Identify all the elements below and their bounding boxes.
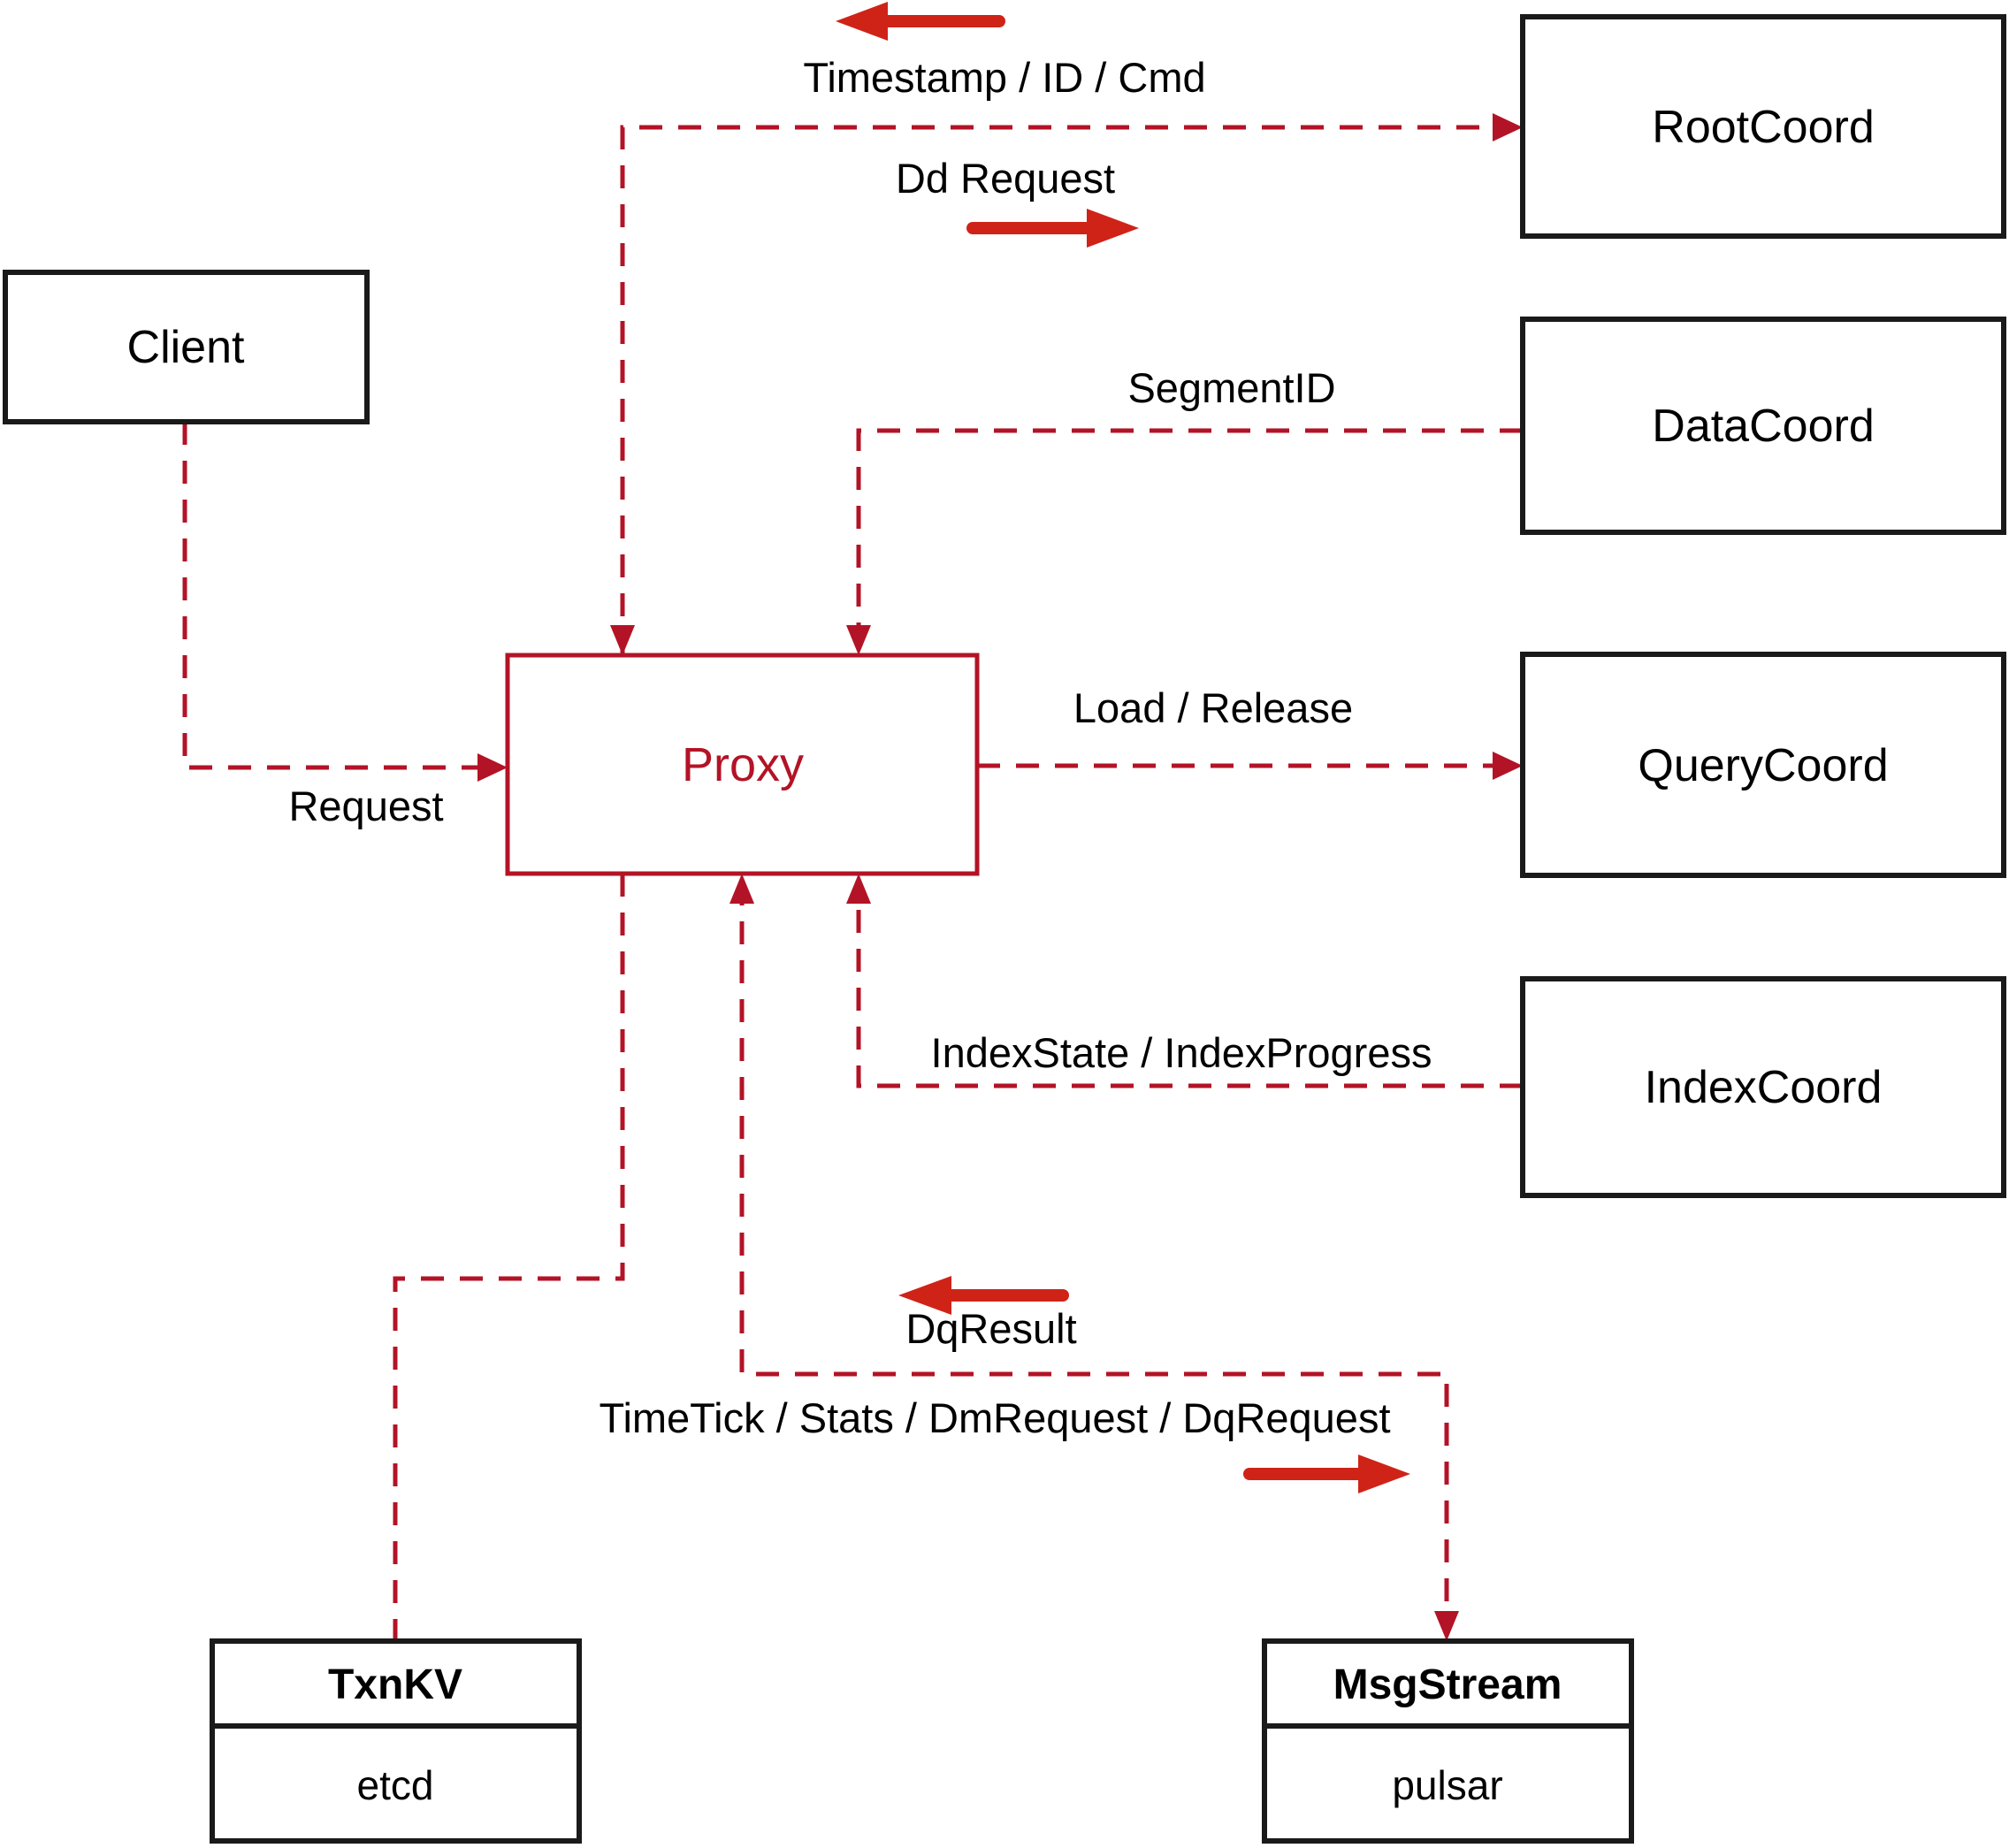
client-node: [3, 270, 370, 424]
txnkv-node: TxnKV etcd: [210, 1638, 582, 1844]
indexcoord-node-label: IndexCoord: [1645, 1062, 1883, 1113]
proxy-rootcoord-edge: [620, 125, 1514, 655]
datacoord-node-label: DataCoord: [1652, 401, 1874, 452]
dd-request-direction-arrow-icon: [966, 209, 1139, 248]
rootcoord-node: [1520, 14, 2006, 239]
querycoord-arrowhead-icon: [1493, 752, 1523, 780]
client-node-label: Client: [127, 322, 245, 373]
dq-result-label: DqResult: [905, 1305, 1076, 1352]
msgstream-title: MsgStream: [1333, 1661, 1562, 1708]
proxy-node: [505, 653, 980, 876]
querycoord-node-label: QueryCoord: [1638, 740, 1888, 791]
dq-result-direction-arrow-icon: [898, 1276, 1069, 1315]
txnkv-impl: etcd: [357, 1762, 434, 1808]
request-label: Request: [288, 783, 443, 829]
proxy-msgstream-edge: [739, 882, 1449, 1632]
dq-request-direction-arrow-icon: [1243, 1455, 1410, 1493]
segment-id-label: SegmentID: [1127, 364, 1335, 411]
proxy-top-right-arrowhead-icon: [846, 625, 871, 655]
proxy-bottom-middle-arrowhead-icon: [730, 874, 754, 904]
proxy-txnkv-edge: [393, 874, 625, 1641]
dd-request-label: Dd Request: [896, 155, 1115, 202]
client-proxy-arrowhead-icon: [477, 753, 508, 782]
msgstream-arrowhead-icon: [1434, 1611, 1459, 1641]
timestamp-id-cmd-label: Timestamp / ID / Cmd: [803, 54, 1205, 101]
msgstream-impl: pulsar: [1392, 1762, 1502, 1808]
rootcoord-arrowhead-icon: [1493, 113, 1523, 141]
msgstream-node-rect: [1262, 1638, 1634, 1844]
rootcoord-node-label: RootCoord: [1652, 102, 1874, 153]
proxy-top-left-arrowhead-icon: [610, 625, 635, 655]
timestamp-direction-arrow-icon: [836, 2, 1005, 41]
datacoord-proxy-edge: [856, 428, 1523, 646]
indexcoord-proxy-edge: [856, 882, 1523, 1088]
txnkv-node-rect: [210, 1638, 582, 1844]
index-state-progress-label: IndexState / IndexProgress: [931, 1029, 1432, 1076]
timetick-stats-label: TimeTick / Stats / DmRequest / DqRequest: [599, 1394, 1390, 1441]
proxy-node-label: Proxy: [682, 738, 804, 791]
load-release-label: Load / Release: [1073, 684, 1353, 731]
proxy-bottom-right-arrowhead-icon: [846, 874, 871, 904]
indexcoord-node: [1520, 976, 2006, 1198]
client-proxy-edge: [182, 422, 495, 770]
querycoord-node: [1520, 652, 2006, 878]
datacoord-node: [1520, 317, 2006, 535]
txnkv-title: TxnKV: [328, 1661, 462, 1708]
msgstream-node: MsgStream pulsar: [1262, 1638, 1634, 1844]
